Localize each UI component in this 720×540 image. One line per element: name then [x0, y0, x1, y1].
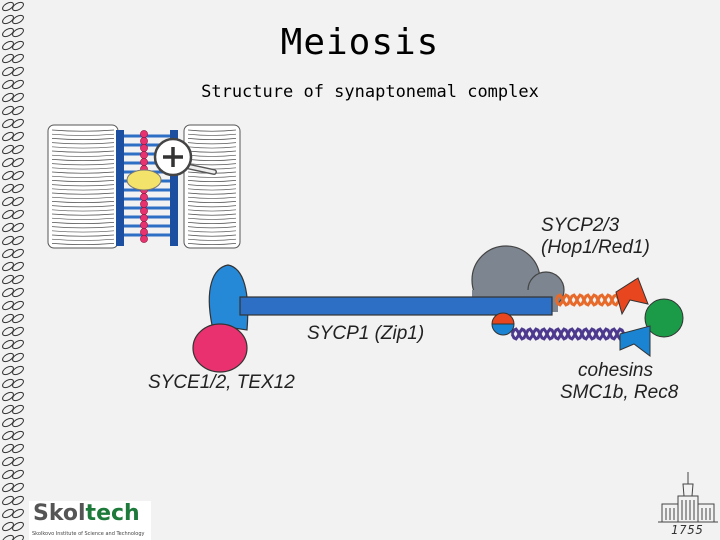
chromatin-loop [187, 230, 237, 233]
magnifier-icon [153, 137, 217, 177]
chromatin-loop [187, 150, 237, 153]
chromatin-loop [51, 150, 115, 153]
chromatin-loop [187, 217, 237, 220]
chromatin-loop [51, 146, 115, 149]
chromatin-loop [51, 129, 115, 132]
chromatin-strand-purple-2 [510, 327, 626, 341]
chromatin-loop [51, 180, 115, 182]
cohesin-red-subunit [615, 277, 649, 316]
central-element-bead [140, 151, 148, 159]
chromatin-loop [187, 234, 237, 237]
ornamental-border [0, 0, 26, 540]
cohesin-blue-subunit [619, 325, 651, 357]
sycp1-label: SYCP1 (Zip1) [307, 323, 425, 344]
cohesins-label-line1: cohesins [578, 360, 653, 381]
central-element-bead [140, 214, 148, 222]
chromosome-inset [47, 124, 241, 249]
chromatin-loop [51, 234, 115, 237]
chromatin-loop [187, 163, 237, 166]
central-element-bead [140, 158, 148, 166]
chromatin-loop [51, 217, 115, 220]
chromatin-loop [51, 238, 115, 241]
chromatin-loop [187, 180, 237, 182]
chromatin-loop [187, 243, 237, 245]
chromatin-loop [51, 159, 115, 161]
chromatin-loop [187, 196, 237, 199]
chromatin-loop [51, 222, 115, 224]
chromatin-loop [51, 243, 115, 245]
chromatin-loop [187, 129, 237, 132]
chromatin-loop [187, 209, 237, 212]
chromatin-loop [51, 205, 115, 208]
cohesins-label-line2: SMC1b, Rec8 [560, 382, 679, 403]
chromatin-loop [51, 142, 115, 145]
cohesin-green-subunit [644, 298, 684, 338]
chromatin-loop [187, 213, 237, 216]
left-chromosome [47, 124, 119, 249]
right-lateral-element [170, 130, 178, 246]
chromatin-loop [51, 184, 115, 187]
slide-subtitle: Structure of synaptonemal complex [201, 82, 539, 102]
central-element-bead [140, 228, 148, 236]
syce-label: SYCE1/2, TEX12 [148, 372, 295, 393]
founding-year: 1755 [671, 523, 704, 537]
right-chromosome [183, 124, 241, 249]
chromatin-loop [187, 133, 237, 136]
chromatin-loop [51, 167, 115, 170]
central-element-bead [140, 200, 148, 208]
central-element-bead [140, 221, 148, 229]
chromatin-loop [187, 142, 237, 145]
left-lateral-element [116, 130, 124, 246]
chromatin-loop [187, 238, 237, 241]
sycp23-label: SYCP2/3 (Hop1/Red1) [541, 215, 650, 259]
cohesins-label: cohesins SMC1b, Rec8 [560, 360, 678, 404]
central-element-bead [140, 137, 148, 145]
chromatin-loop [51, 196, 115, 199]
chromatin-loop [187, 188, 237, 191]
sycp23-label-line2: (Hop1/Red1) [541, 237, 650, 258]
logo-wordmark: Skoltech [33, 501, 140, 526]
logo-tagline: Skolkovo Institute of Science and Techno… [32, 531, 145, 537]
sycp23-label-line1: SYCP2/3 [541, 215, 620, 236]
cohesin-bead [491, 312, 515, 336]
central-element-bead [140, 144, 148, 152]
chromatin-loop [51, 163, 115, 166]
skoltech-logo: Skoltech Skolkovo Institute of Science a… [29, 501, 151, 540]
chromatin-loop [51, 175, 115, 178]
chromatin-loop [187, 146, 237, 149]
chromatin-loop [51, 209, 115, 212]
central-element-bead [140, 207, 148, 215]
central-element-bead [140, 193, 148, 201]
chromatin-loop [51, 188, 115, 191]
chromatin-loop [187, 138, 237, 140]
chromatin-loop [51, 192, 115, 195]
chromatin-strand-orange [554, 293, 622, 307]
slide-title: Meiosis [280, 22, 440, 63]
chromatin-loop [187, 205, 237, 208]
chromatin-loop [51, 133, 115, 136]
central-element-bead [140, 130, 148, 138]
chromatin-loop [51, 171, 115, 174]
chromatin-loop [51, 226, 115, 229]
chromatin-loop [187, 226, 237, 229]
sycp1-bar [239, 296, 553, 316]
chromatin-loop [51, 138, 115, 140]
chromatin-loop [187, 175, 237, 178]
chromatin-loop [51, 213, 115, 216]
chromatin-loop [51, 201, 115, 203]
chromatin-loop [51, 230, 115, 233]
chromatin-loop [187, 222, 237, 224]
chromatin-strand-orange-2 [554, 293, 622, 307]
chromatin-loop [187, 184, 237, 187]
chromatin-loop [187, 192, 237, 195]
recombination-nodule [126, 169, 162, 191]
syce-circle [192, 323, 248, 373]
university-building-icon [658, 472, 718, 523]
chromatin-loop [51, 154, 115, 157]
chromatin-loop [187, 201, 237, 203]
central-element-bead [140, 235, 148, 243]
